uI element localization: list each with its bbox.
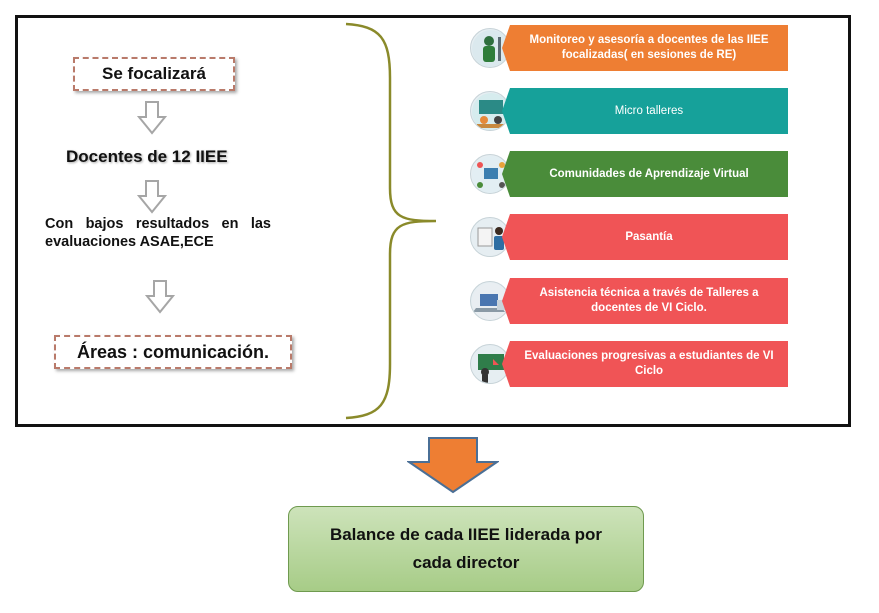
strategy-item-comunidades: Comunidades de Aprendizaje Virtual (470, 151, 788, 197)
down-arrow-icon (145, 280, 175, 314)
laptop-icon (470, 281, 510, 321)
strategy-label: Pasantía (502, 214, 788, 260)
areas-box: Áreas : comunicación. (54, 335, 292, 369)
docentes-label: Docentes de 12 IIEE (66, 147, 228, 166)
areas-label: Áreas : comunicación. (76, 341, 270, 362)
down-arrow-icon (137, 180, 167, 214)
focal-box: Se focalizará (73, 57, 235, 91)
strategy-label: Comunidades de Aprendizaje Virtual (502, 151, 788, 197)
strategy-item-monitoreo: Monitoreo y asesoría a docentes de las I… (470, 25, 788, 71)
right-brace (345, 22, 437, 420)
result-label: Balance de cada IIEE liderada por cada d… (329, 525, 603, 572)
strategy-item-asistencia: Asistencia técnica a través de Talleres … (470, 278, 788, 324)
down-arrow-icon (137, 101, 167, 135)
strategy-label: Asistencia técnica a través de Talleres … (502, 278, 788, 324)
strategy-item-pasantia: Pasantía (470, 214, 788, 260)
strategy-item-evaluaciones: Evaluaciones progresivas a estudiantes d… (470, 341, 788, 387)
focal-label: Se focalizará (102, 64, 206, 83)
presenter-icon (470, 344, 510, 384)
down-arrow-icon (407, 437, 499, 494)
strategy-label: Monitoreo y asesoría a docentes de las I… (502, 25, 788, 71)
strategy-label: Micro talleres (502, 88, 788, 134)
criteria-text: Con bajos resultados en las evaluaciones… (45, 216, 271, 250)
strategy-item-micro-talleres: Micro talleres (470, 88, 788, 134)
teacher-icon (470, 28, 510, 68)
result-box: Balance de cada IIEE liderada por cada d… (288, 506, 644, 592)
strategy-label: Evaluaciones progresivas a estudiantes d… (502, 341, 788, 387)
